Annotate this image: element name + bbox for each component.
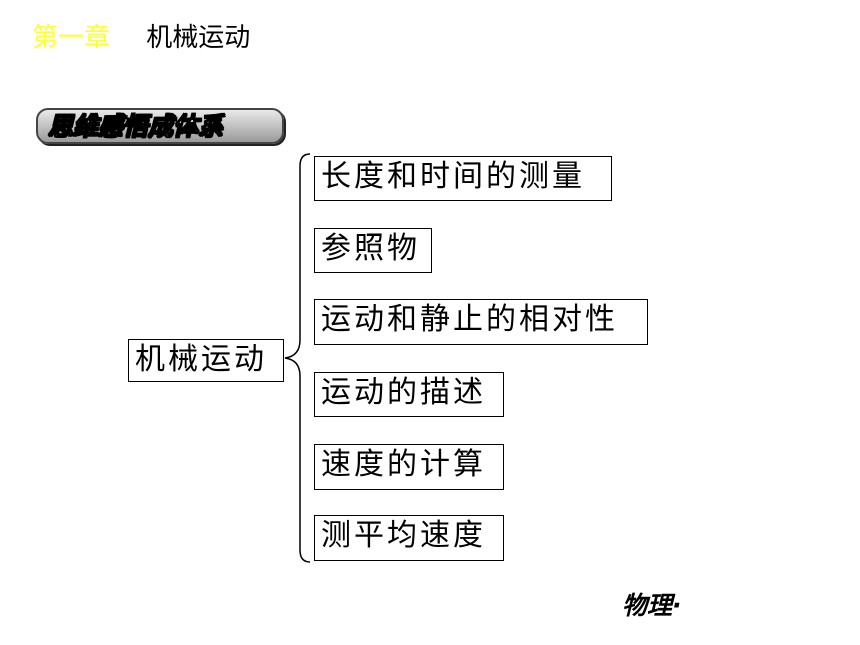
branch-node-relativity-of-motion: 运动和静止的相对性 xyxy=(314,299,648,345)
branch-node-reference-object: 参照物 xyxy=(314,228,432,273)
branch-node-length-time-measurement: 长度和时间的测量 xyxy=(314,156,612,201)
chapter-title: 机械运动 xyxy=(146,23,251,53)
branch-node-speed-calculation: 速度的计算 xyxy=(314,444,504,490)
chapter-label: 第一章 xyxy=(32,23,111,53)
section-banner-text: 思维感悟成体系 xyxy=(47,111,224,141)
subject-footer: 物理· xyxy=(622,591,682,620)
branch-node-description-of-motion: 运动的描述 xyxy=(314,372,504,417)
slide-header: 第一章 机械运动 xyxy=(32,22,250,54)
root-node: 机械运动 xyxy=(128,339,284,382)
curly-brace-connector xyxy=(284,153,311,563)
branch-node-average-speed-measurement: 测平均速度 xyxy=(314,515,504,561)
section-banner: 思维感悟成体系 xyxy=(36,108,284,144)
